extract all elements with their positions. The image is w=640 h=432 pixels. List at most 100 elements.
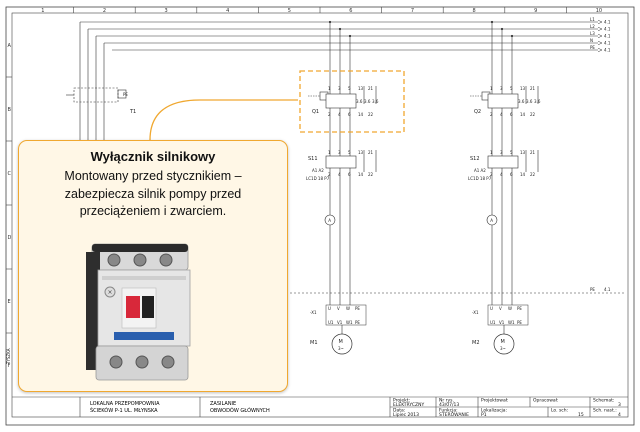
contactor-bottom-terminal: 6 — [348, 172, 351, 177]
nr-value: 43/07/13 — [439, 402, 459, 408]
row-marker: B — [8, 107, 12, 113]
motor-phases: 3~ — [500, 346, 506, 351]
breaker-aux-ref: 3.6 — [518, 99, 525, 104]
terminal-bottom: V1 — [499, 320, 505, 325]
projekt-label: Projekt: — [393, 398, 410, 404]
contactor-label: S11 — [308, 156, 318, 162]
callout-body: Montowany przed stycznikiem – zabezpiecz… — [64, 169, 242, 218]
motor-label: M1 — [310, 340, 318, 346]
terminal-strip — [487, 304, 529, 326]
row-marker: D — [8, 235, 12, 241]
row-marker: E — [8, 299, 11, 305]
terminal-strip — [325, 304, 367, 326]
drawing-title-line1: ZASILANIE — [210, 401, 236, 407]
data-value: Lipiec 2013 — [393, 412, 419, 418]
contactor-bottom-terminal: 2 — [328, 172, 331, 177]
ammeter-symbol: A — [490, 218, 493, 223]
project-name-line1: LOKALNA PRZEPOMPOWNIA — [90, 401, 160, 407]
feeder-label: T1 — [129, 109, 136, 115]
motor-symbol — [331, 333, 353, 355]
terminal-top: PE — [517, 306, 522, 311]
bus-label: PE — [590, 45, 595, 50]
breaker-bottom-terminal: 4 — [500, 112, 503, 117]
breaker-aux-ref: 3.6 — [356, 99, 363, 104]
terminal-top: V — [499, 306, 502, 311]
contactor-top-terminal: 5 — [510, 150, 513, 155]
terminal-label: -X1 — [472, 310, 479, 315]
ammeter — [486, 214, 498, 226]
lo-sch-label: Lo. sch: — [551, 408, 568, 414]
bus-junction — [490, 20, 494, 24]
nastepny-label: Sch. nast.: — [593, 408, 617, 414]
breaker-label: Q1 — [312, 109, 319, 115]
breaker-top-terminal: 3 — [338, 86, 341, 91]
breaker-bottom-terminal: 2 — [328, 112, 331, 117]
column-marker: 10 — [596, 8, 602, 14]
contactor-bottom-terminal: 4 — [500, 172, 503, 177]
breaker-bottom-terminal: 22 — [530, 112, 536, 117]
column-marker: 5 — [288, 8, 291, 14]
nr-label: Nr rys. — [439, 398, 454, 404]
contactor-top-terminal: 1 — [328, 150, 331, 155]
contactor-coil: A1 A2 — [312, 168, 324, 173]
bus-label: L1 — [590, 17, 595, 22]
project-name-line2: ŚCIEKÓW P-1 UL. MŁYNSKA — [90, 407, 158, 414]
motor-symbol — [493, 333, 515, 355]
terminal-bottom: W1 — [346, 320, 353, 325]
bus-ref: 4.1 — [604, 48, 611, 53]
bus-junction — [510, 34, 514, 38]
breaker-top-terminal: 5 — [348, 86, 351, 91]
breaker-bottom-terminal: 2 — [490, 112, 493, 117]
column-marker: 4 — [226, 8, 229, 14]
breaker-top-terminal: 13 — [520, 86, 526, 91]
column-marker: 7 — [411, 8, 414, 14]
ammeter-symbol: A — [328, 218, 331, 223]
contactor-bottom-terminal: 2 — [490, 172, 493, 177]
column-marker: 1 — [41, 8, 44, 14]
contactor-top-terminal: 3 — [338, 150, 341, 155]
row-marker: C — [8, 171, 12, 177]
callout-leader-line — [149, 99, 298, 141]
pe-line-label: PE — [590, 287, 595, 292]
breaker-aux-ref: 3.6 — [372, 99, 379, 104]
bus-arrow — [597, 47, 603, 53]
breaker-bottom-terminal: 4 — [338, 112, 341, 117]
breaker-bottom-terminal: 14 — [520, 112, 526, 117]
funkcja-value: STEROWANIE — [439, 412, 469, 418]
terminal-label: -X1 — [310, 310, 317, 315]
motor-breaker-image: × — [86, 243, 191, 381]
contactor-bottom-terminal: 14 — [358, 172, 364, 177]
terminal-top: V — [337, 306, 340, 311]
nastepny-value: 4 — [618, 412, 621, 418]
projekt-value: ELEKTRYCZNY — [393, 402, 424, 408]
svg-text:×: × — [107, 289, 112, 296]
funkcja-label: Funkcja: — [439, 408, 458, 414]
terminal-bottom: U1 — [328, 320, 334, 325]
breaker-top-terminal: 1 — [490, 86, 493, 91]
bus-ref: 4.1 — [604, 34, 611, 39]
contactor-label: S12 — [470, 156, 480, 162]
terminal-bottom: U1 — [490, 320, 496, 325]
contactor-bottom-terminal: 14 — [520, 172, 526, 177]
terminal-bottom: PE — [355, 320, 360, 325]
breaker-label: Q2 — [474, 109, 481, 115]
contactor-type: LC1D 18 P7 — [306, 176, 330, 181]
breaker-top-terminal: 21 — [530, 86, 536, 91]
breaker-aux-ref: 3.6 — [526, 99, 533, 104]
lokalizacja-value: P1 — [481, 412, 487, 418]
terminal-bottom: W1 — [508, 320, 515, 325]
breaker-top-terminal: 13 — [358, 86, 364, 91]
drawing-title-line2: OBWODÓW GŁÓWNYCH — [210, 407, 270, 414]
breaker-bottom-terminal: 6 — [510, 112, 513, 117]
bus-junction — [328, 20, 332, 24]
breaker-top-terminal: 5 — [510, 86, 513, 91]
breaker-bottom-terminal: 22 — [368, 112, 374, 117]
contactor-body — [325, 155, 357, 169]
row-marker: F — [8, 363, 11, 369]
breaker-aux-ref: 3.6 — [534, 99, 541, 104]
lokalizacja-label: Lokalizacja: — [481, 408, 507, 414]
